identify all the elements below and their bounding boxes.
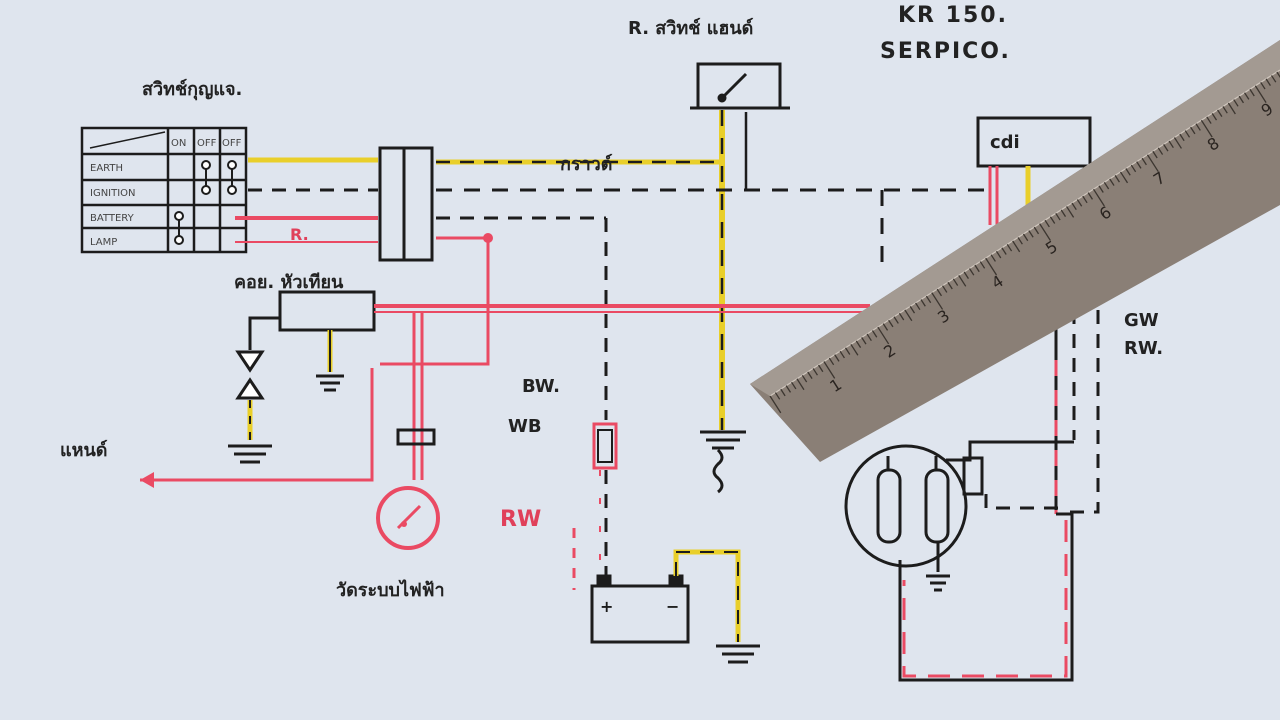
gw-label: GW xyxy=(1124,310,1159,331)
earth-wire-label: กราวด์ xyxy=(560,153,612,175)
wb-label: WB xyxy=(508,416,542,437)
arrow-left-icon xyxy=(140,472,154,488)
ignition-switch-table xyxy=(80,126,248,254)
handle-switch xyxy=(690,62,790,110)
stator xyxy=(844,444,968,592)
ground-symbol-coil xyxy=(228,444,272,464)
to-lamp-label: แหนด์ xyxy=(60,439,107,461)
ground-symbol-battery xyxy=(716,644,760,664)
battery-minus: − xyxy=(666,597,679,616)
voltmeter-icon xyxy=(376,486,440,550)
meter-fuse xyxy=(396,428,436,446)
table-row-battery: BATTERY xyxy=(90,213,135,224)
relay-switch-label: R. สวิทช์ แฮนด์ xyxy=(628,17,753,39)
stator-loop xyxy=(898,512,1074,682)
cdi-label: cdi xyxy=(990,132,1020,153)
table-row-earth: EARTH xyxy=(90,163,123,174)
meter-label: วัดระบบไฟฟ้า xyxy=(336,579,445,601)
model-title: KR 150. xyxy=(898,3,1008,28)
ruler-ticks xyxy=(769,71,1280,414)
table-header-off-2: OFF xyxy=(222,138,242,149)
model-name: SERPICO. xyxy=(880,39,1011,64)
battery-plus: + xyxy=(600,597,613,616)
rw2-label: RW. xyxy=(1124,338,1163,359)
rw-red-label: RW xyxy=(500,507,541,532)
pickup-coil xyxy=(946,440,1074,510)
cdi-box xyxy=(976,116,1092,168)
to-lamp-wire xyxy=(140,368,374,482)
table-row-ignition: IGNITION xyxy=(90,188,136,199)
ignition-coil xyxy=(235,290,376,400)
ignition-switch-label: สวิทช์กุญแจ. xyxy=(142,78,242,101)
fuse xyxy=(592,422,618,470)
table-header-off-1: OFF xyxy=(197,138,217,149)
wire-label-r: R. xyxy=(290,225,309,244)
bw-label: BW. xyxy=(522,376,560,397)
switch-contacts xyxy=(174,160,237,245)
ground-symbol-1 xyxy=(700,430,746,494)
connector-block xyxy=(378,146,434,262)
table-row-lamp: LAMP xyxy=(90,237,117,248)
coil-label: คอย. หัวเทียน xyxy=(234,272,344,293)
ground-symbol-coil-2 xyxy=(316,374,344,392)
lamp-wire-loop xyxy=(380,236,490,366)
table-header-on: ON xyxy=(171,138,186,149)
